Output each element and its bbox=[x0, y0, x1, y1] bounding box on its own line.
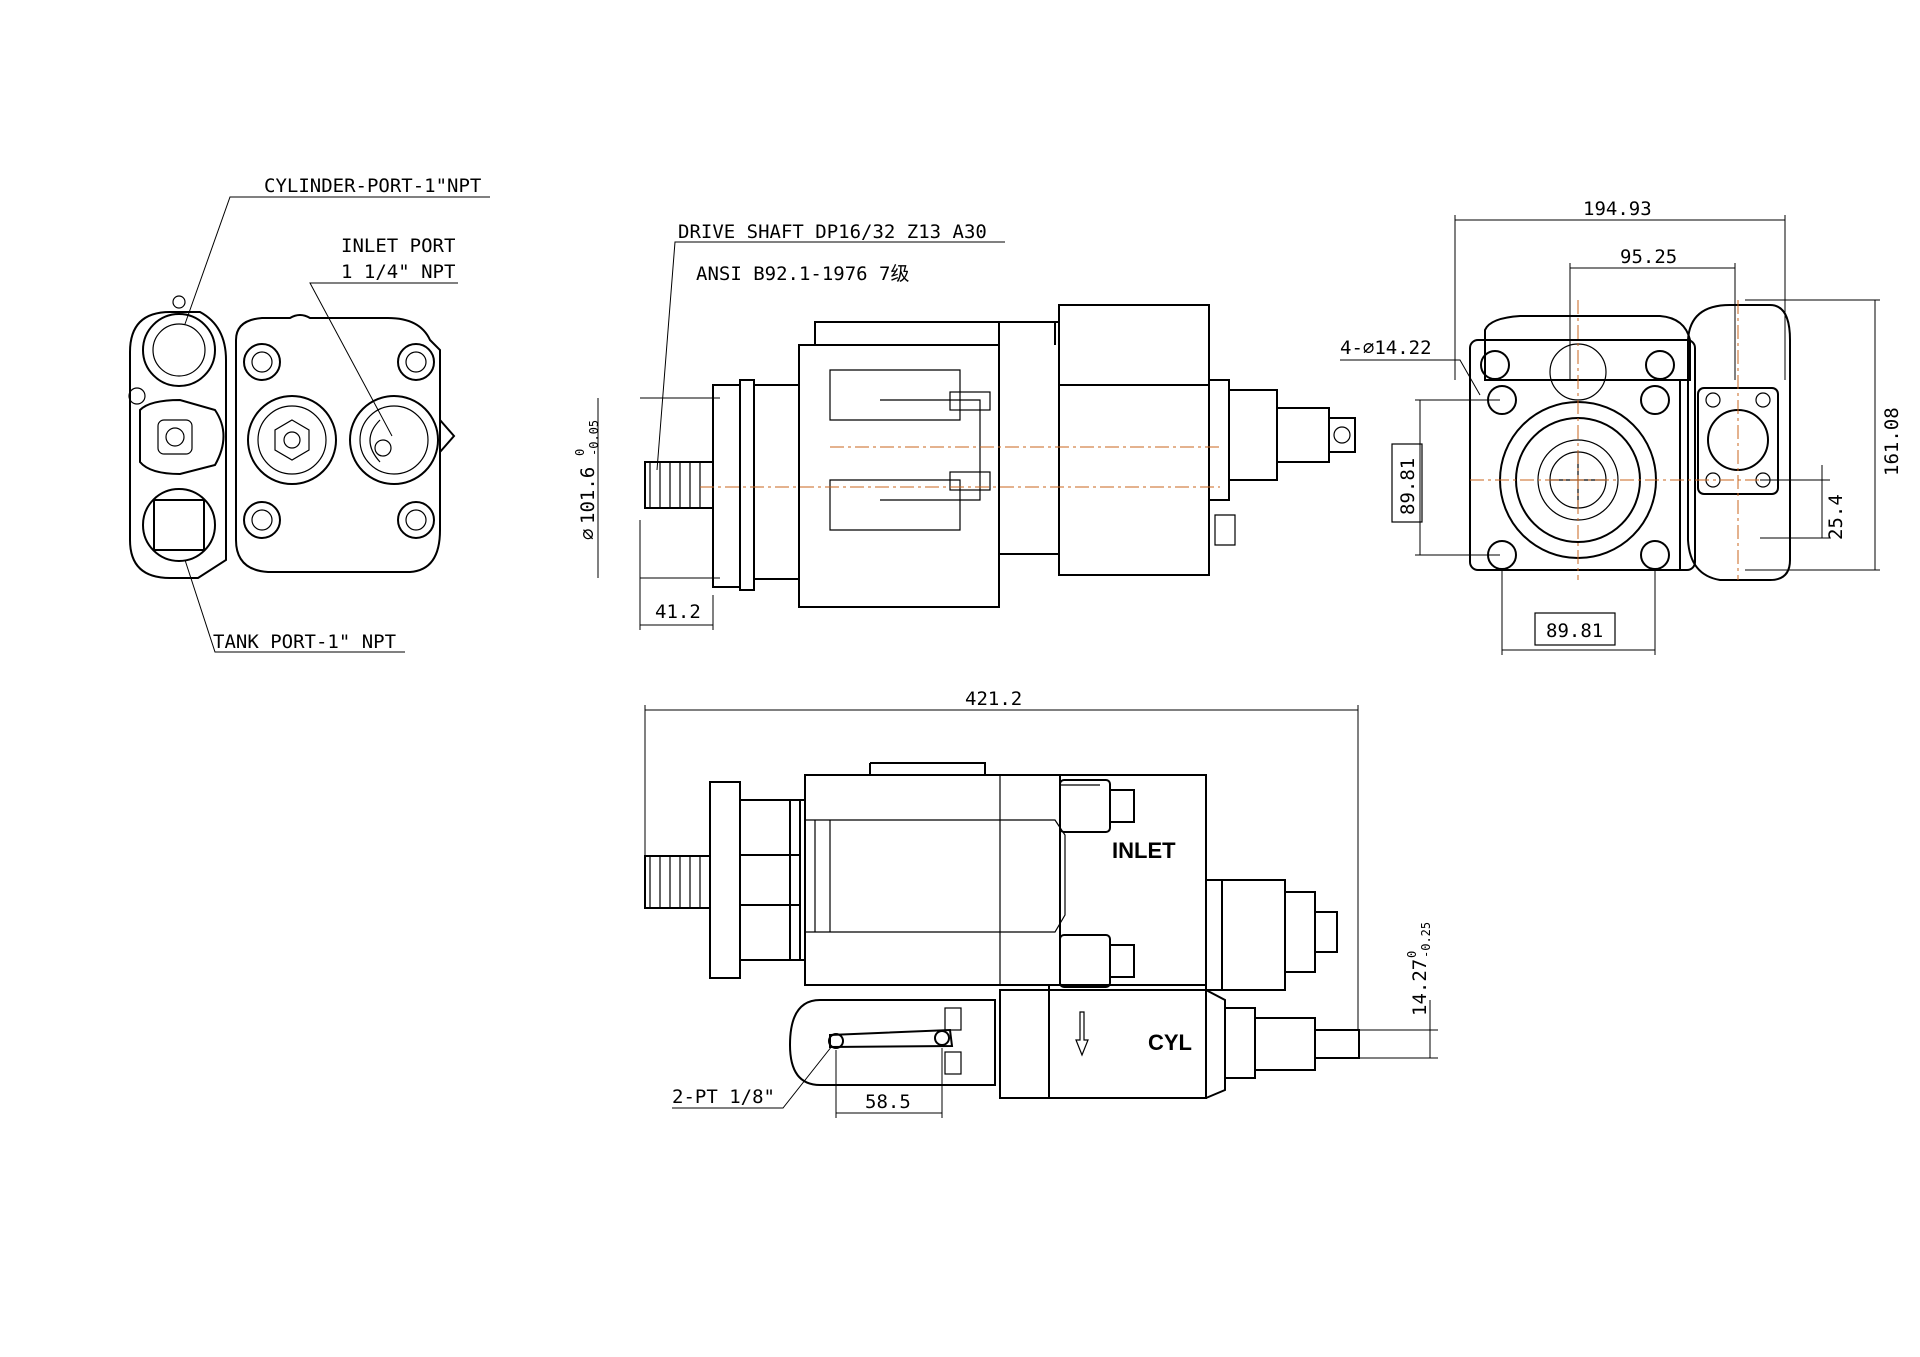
height-dim: 161.08 bbox=[1881, 407, 1903, 476]
tank-port-circle bbox=[142, 488, 216, 562]
key-width-dim: 14.27 bbox=[1409, 959, 1431, 1016]
cylinder-port-label: CYLINDER-PORT-1"NPT bbox=[264, 175, 481, 197]
inlet-marking: INLET bbox=[1112, 838, 1176, 863]
pt-spacing-dim: 58.5 bbox=[865, 1091, 911, 1113]
drive-shaft-label-line2: ANSI B92.1-1976 7级 bbox=[696, 263, 909, 285]
inlet-port-label-line2: 1 1/4" NPT bbox=[341, 261, 455, 283]
flange-dia-value: 101.6 bbox=[577, 467, 599, 524]
inlet-port-label-line1: INLET PORT bbox=[341, 235, 455, 257]
tank-port-label: TANK PORT-1" NPT bbox=[213, 631, 396, 653]
drive-shaft-label-line1: DRIVE SHAFT DP16/32 Z13 A30 bbox=[678, 221, 987, 243]
offset-dim: 25.4 bbox=[1825, 494, 1847, 540]
top-view bbox=[644, 705, 1438, 1118]
bolt-span-bottom-dim: 89.81 bbox=[1546, 620, 1603, 642]
key-tol-upper: 0 bbox=[1405, 951, 1419, 958]
inlet-port-circle bbox=[349, 395, 439, 485]
flange-dia-tol-lower: -0.05 bbox=[587, 420, 601, 456]
pt-port-label: 2-PT 1/8" bbox=[672, 1086, 775, 1108]
shaft-length-dim: 41.2 bbox=[655, 601, 701, 623]
overall-width-dim: 194.93 bbox=[1583, 198, 1652, 220]
bolt-holes-dim: 4-∅14.22 bbox=[1340, 337, 1432, 359]
bolt-span-top-dim: 95.25 bbox=[1620, 246, 1677, 268]
cyl-marking: CYL bbox=[1148, 1030, 1192, 1055]
side-view bbox=[597, 241, 1356, 630]
overall-length-dim: 421.2 bbox=[965, 688, 1022, 710]
key-tol-lower: -0.25 bbox=[1419, 922, 1433, 958]
flange-dia-symbol: ∅ bbox=[577, 529, 599, 540]
cylinder-port-circle bbox=[142, 313, 216, 387]
flange-end-view bbox=[1340, 215, 1880, 655]
port-end-view bbox=[128, 196, 490, 653]
flange-dia-tol-upper: 0 bbox=[573, 449, 587, 456]
bolt-span-left-dim: 89.81 bbox=[1397, 458, 1419, 515]
